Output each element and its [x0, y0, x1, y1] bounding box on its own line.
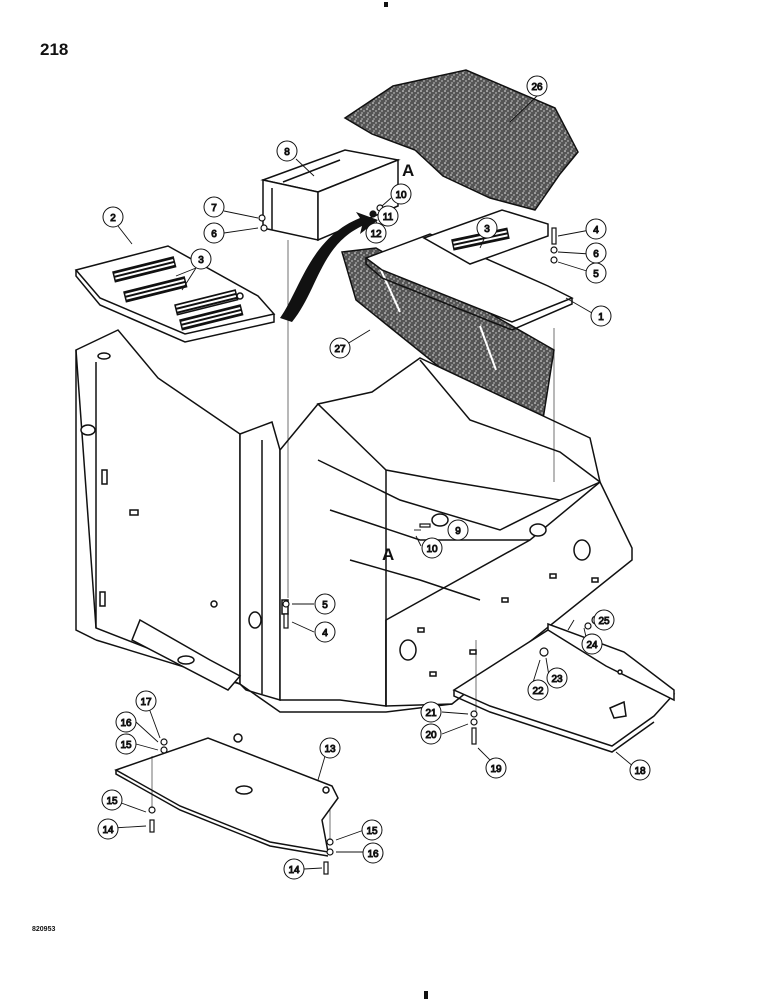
duct-8: [260, 149, 401, 242]
callout-16-left: 16: [120, 718, 132, 729]
callout-15-right: 15: [366, 826, 378, 837]
plate-13: [114, 733, 339, 857]
callout-23: 23: [551, 674, 563, 685]
callout-27: 27: [334, 344, 346, 355]
callout-15-left: 15: [120, 740, 132, 751]
callout-14-right: 14: [288, 865, 300, 876]
page-number: 218: [40, 40, 69, 59]
callout-6-right: 6: [593, 249, 599, 260]
callouts: 26 8 7 6 2 3 10 11 12 3 4 6 5 1 27 9 10 …: [97, 75, 651, 880]
callout-9: 9: [455, 526, 461, 537]
callout-18: 18: [634, 766, 646, 777]
callout-10-top: 10: [395, 190, 407, 201]
callout-13: 13: [324, 744, 336, 755]
callout-3-right: 3: [484, 224, 490, 235]
callout-1: 1: [598, 312, 604, 323]
callout-12: 12: [370, 229, 382, 240]
callout-19: 19: [490, 764, 502, 775]
callout-4-top: 4: [593, 225, 599, 236]
floor-mat-26: [343, 69, 579, 211]
curved-arrow: [280, 212, 378, 322]
callout-10-lower: 10: [426, 544, 438, 555]
callout-17: 17: [140, 697, 152, 708]
reference-mark-a-lower: A: [382, 545, 394, 564]
assembly-lines: [151, 240, 555, 840]
callout-3-left: 3: [198, 255, 204, 266]
callout-25: 25: [598, 616, 610, 627]
callout-5-top: 5: [593, 269, 599, 280]
callout-14-left: 14: [102, 825, 114, 836]
callout-11: 11: [383, 212, 394, 223]
bottom-tick-mark: [424, 991, 428, 999]
callout-5-lower: 5: [322, 600, 328, 611]
reference-mark-a-top: A: [402, 161, 414, 180]
callout-8: 8: [284, 147, 290, 158]
top-tick-mark: [384, 2, 388, 7]
callout-2: 2: [110, 213, 116, 224]
callout-26: 26: [531, 82, 543, 93]
loader-frame: [75, 329, 633, 713]
plate-18: [452, 622, 676, 753]
leader-lines: [112, 95, 641, 870]
callout-15-lower: 15: [106, 796, 118, 807]
callout-24: 24: [586, 640, 598, 651]
callout-7: 7: [211, 203, 217, 214]
callout-20: 20: [425, 730, 437, 741]
callout-16-right: 16: [367, 849, 379, 860]
callout-6-top: 6: [211, 229, 217, 240]
callout-4-lower: 4: [322, 628, 328, 639]
callout-21: 21: [425, 708, 437, 719]
callout-22: 22: [532, 686, 544, 697]
drawing-number: 820953: [32, 926, 56, 933]
panel-2: [74, 245, 276, 343]
